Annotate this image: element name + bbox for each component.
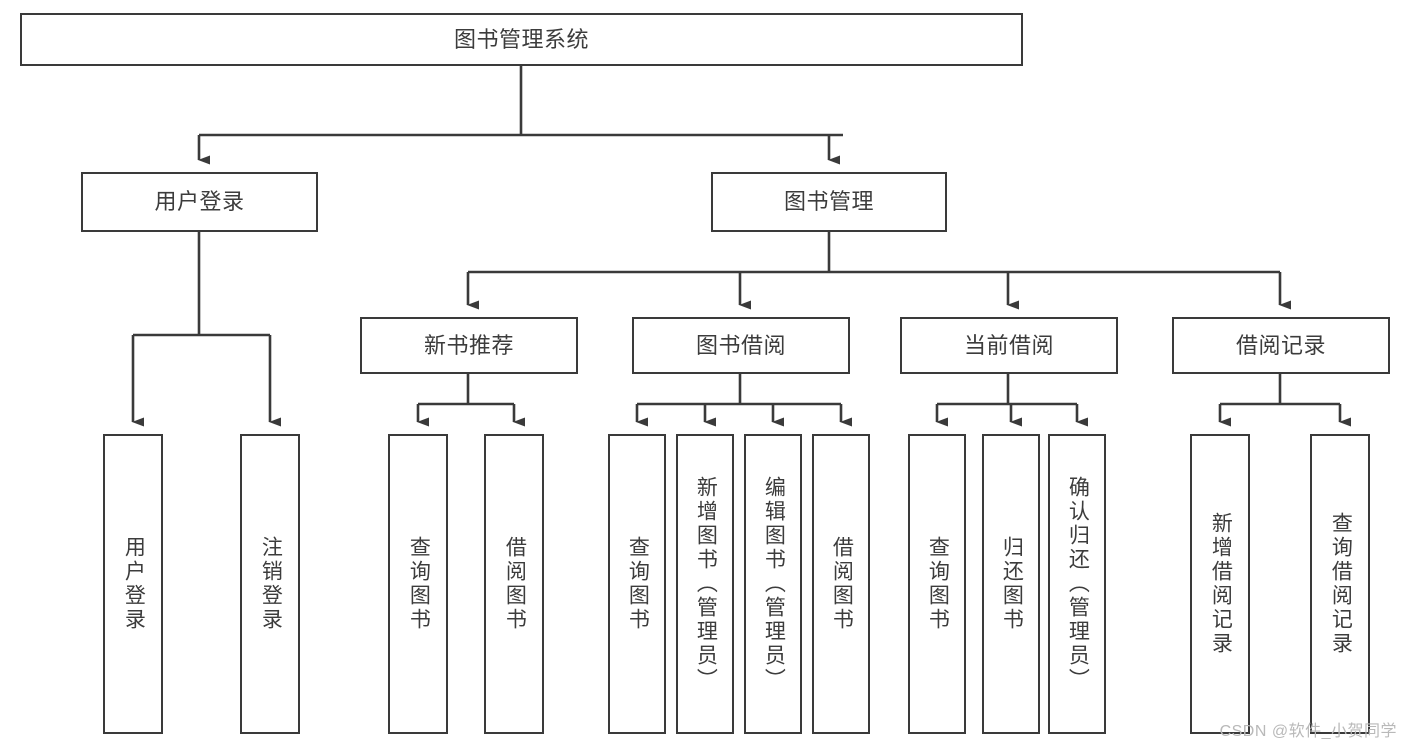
node-leaf-cur-return[interactable]: 归还图书 (982, 434, 1040, 734)
node-leaf-new-query[interactable]: 查询图书 (388, 434, 448, 734)
node-label: 新增图书（管理员） (694, 476, 718, 692)
node-leaf-bor-borrow[interactable]: 借阅图书 (812, 434, 870, 734)
node-leaf-cur-query[interactable]: 查询图书 (908, 434, 966, 734)
node-newbook[interactable]: 新书推荐 (360, 317, 578, 374)
node-label: 新书推荐 (423, 332, 514, 358)
node-label: 当前借阅 (963, 332, 1054, 358)
node-label: 借阅记录 (1235, 332, 1326, 358)
node-leaf-user-logout[interactable]: 注销登录 (240, 434, 300, 734)
node-label: 编辑图书（管理员） (762, 476, 786, 692)
node-leaf-bor-add[interactable]: 新增图书（管理员） (676, 434, 734, 734)
node-label: 注销登录 (259, 536, 283, 632)
csdn-watermark: CSDN @软件_小贺同学 (1219, 723, 1397, 740)
node-label: 用户登录 (122, 536, 146, 632)
node-label: 归还图书 (1000, 536, 1024, 632)
node-leaf-user-login[interactable]: 用户登录 (103, 434, 163, 734)
node-borrow[interactable]: 图书借阅 (632, 317, 850, 374)
node-label: 查询借阅记录 (1329, 512, 1353, 656)
node-label: 查询图书 (926, 536, 950, 632)
node-leaf-rec-query[interactable]: 查询借阅记录 (1310, 434, 1370, 734)
node-label: 确认归还（管理员） (1066, 476, 1090, 692)
node-label: 图书管理系统 (453, 26, 589, 52)
node-label: 图书借阅 (695, 332, 786, 358)
node-label: 查询图书 (626, 536, 650, 632)
node-label: 借阅图书 (830, 536, 854, 632)
node-leaf-rec-add[interactable]: 新增借阅记录 (1190, 434, 1250, 734)
node-leaf-cur-confirm[interactable]: 确认归还（管理员） (1048, 434, 1106, 734)
node-leaf-new-borrow[interactable]: 借阅图书 (484, 434, 544, 734)
node-leaf-bor-edit[interactable]: 编辑图书（管理员） (744, 434, 802, 734)
node-current[interactable]: 当前借阅 (900, 317, 1118, 374)
node-label: 查询图书 (407, 536, 431, 632)
node-bookmgmt[interactable]: 图书管理 (711, 172, 947, 232)
node-leaf-bor-query[interactable]: 查询图书 (608, 434, 666, 734)
node-records[interactable]: 借阅记录 (1172, 317, 1390, 374)
node-label: 新增借阅记录 (1209, 512, 1233, 656)
node-label: 借阅图书 (503, 536, 527, 632)
node-label: 用户登录 (154, 189, 245, 215)
node-login[interactable]: 用户登录 (81, 172, 318, 232)
node-root[interactable]: 图书管理系统 (20, 13, 1023, 66)
node-label: 图书管理 (783, 189, 874, 215)
